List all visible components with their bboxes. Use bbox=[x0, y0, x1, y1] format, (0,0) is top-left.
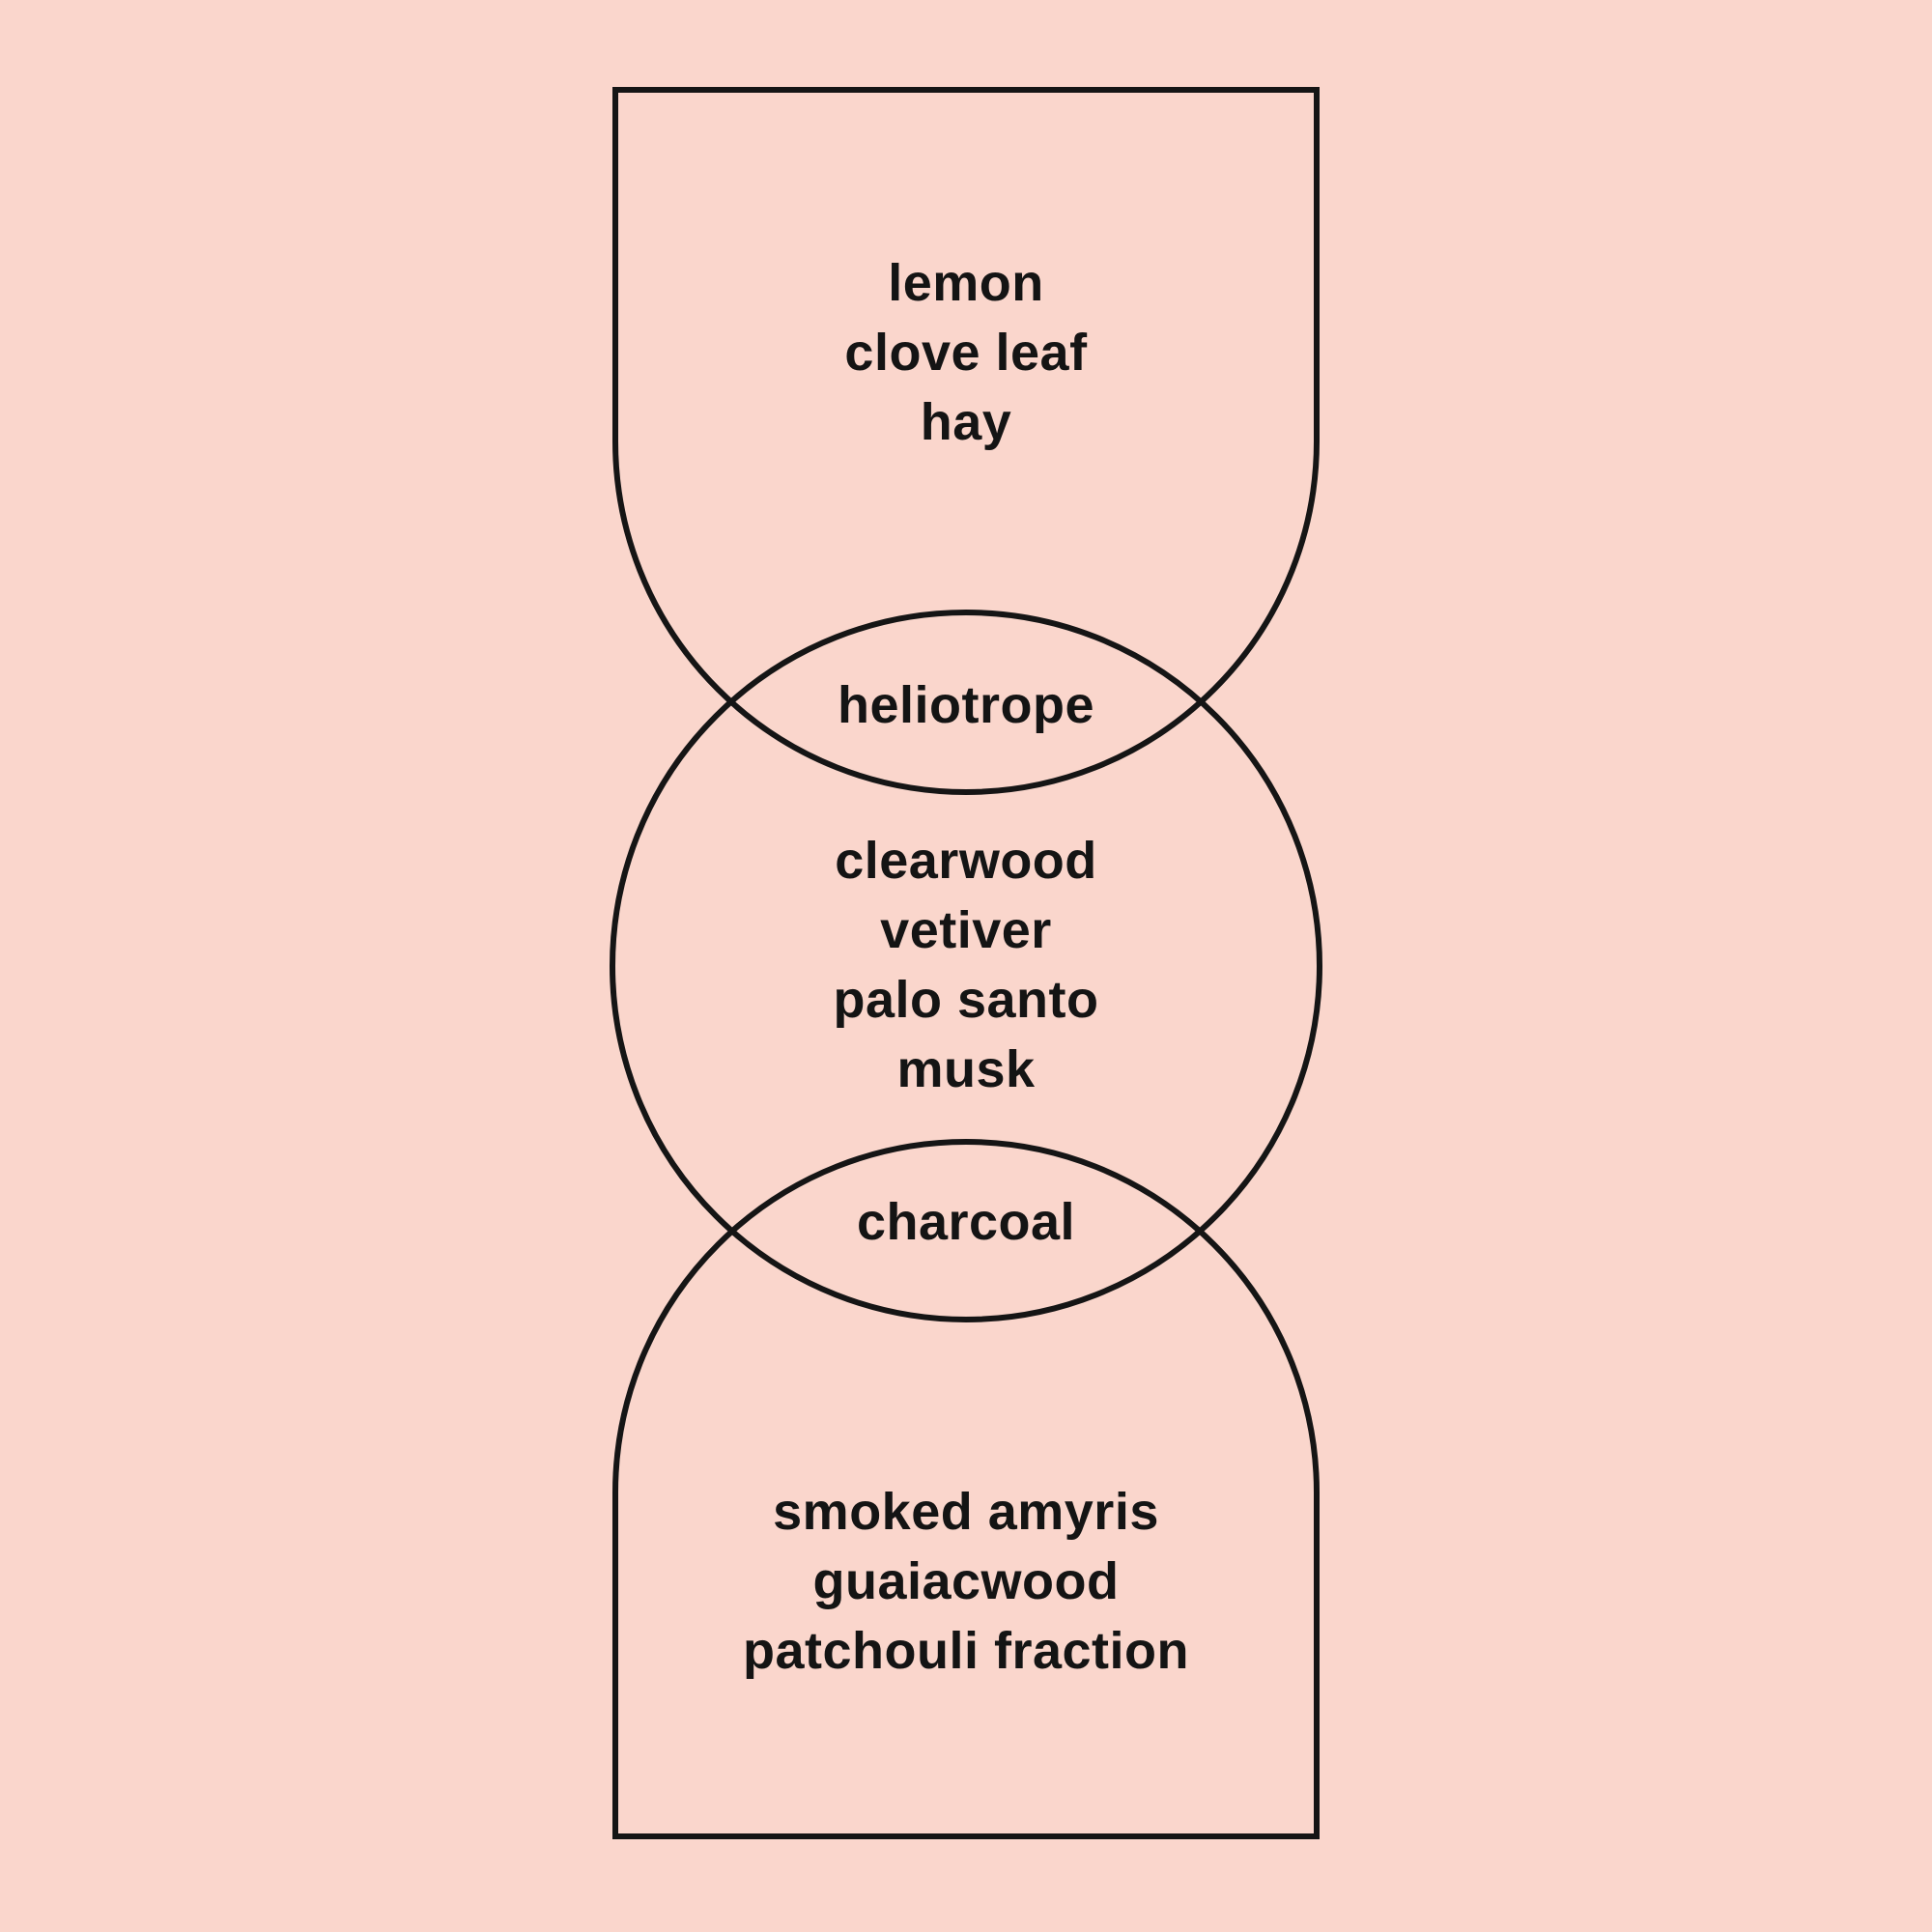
bottom-note-label: patchouli fraction bbox=[743, 1622, 1189, 1680]
middle-notes-circle bbox=[610, 610, 1322, 1322]
middle-note-label: vetiver bbox=[880, 901, 1052, 959]
top-overlap-note-label: heliotrope bbox=[838, 676, 1094, 734]
bottom-note-label: guaiacwood bbox=[812, 1552, 1119, 1610]
top-note-label: lemon bbox=[888, 254, 1044, 312]
bottom-note-label: smoked amyris bbox=[773, 1483, 1159, 1541]
bottom-overlap-note-label: charcoal bbox=[857, 1193, 1075, 1251]
top-notes-shape bbox=[612, 87, 1320, 795]
middle-note-label: palo santo bbox=[833, 971, 1098, 1029]
middle-note-label: musk bbox=[896, 1040, 1036, 1098]
top-note-label: clove leaf bbox=[844, 324, 1088, 382]
middle-note-label: clearwood bbox=[835, 832, 1097, 890]
bottom-notes-shape bbox=[612, 1139, 1320, 1839]
top-note-label: hay bbox=[921, 393, 1012, 451]
